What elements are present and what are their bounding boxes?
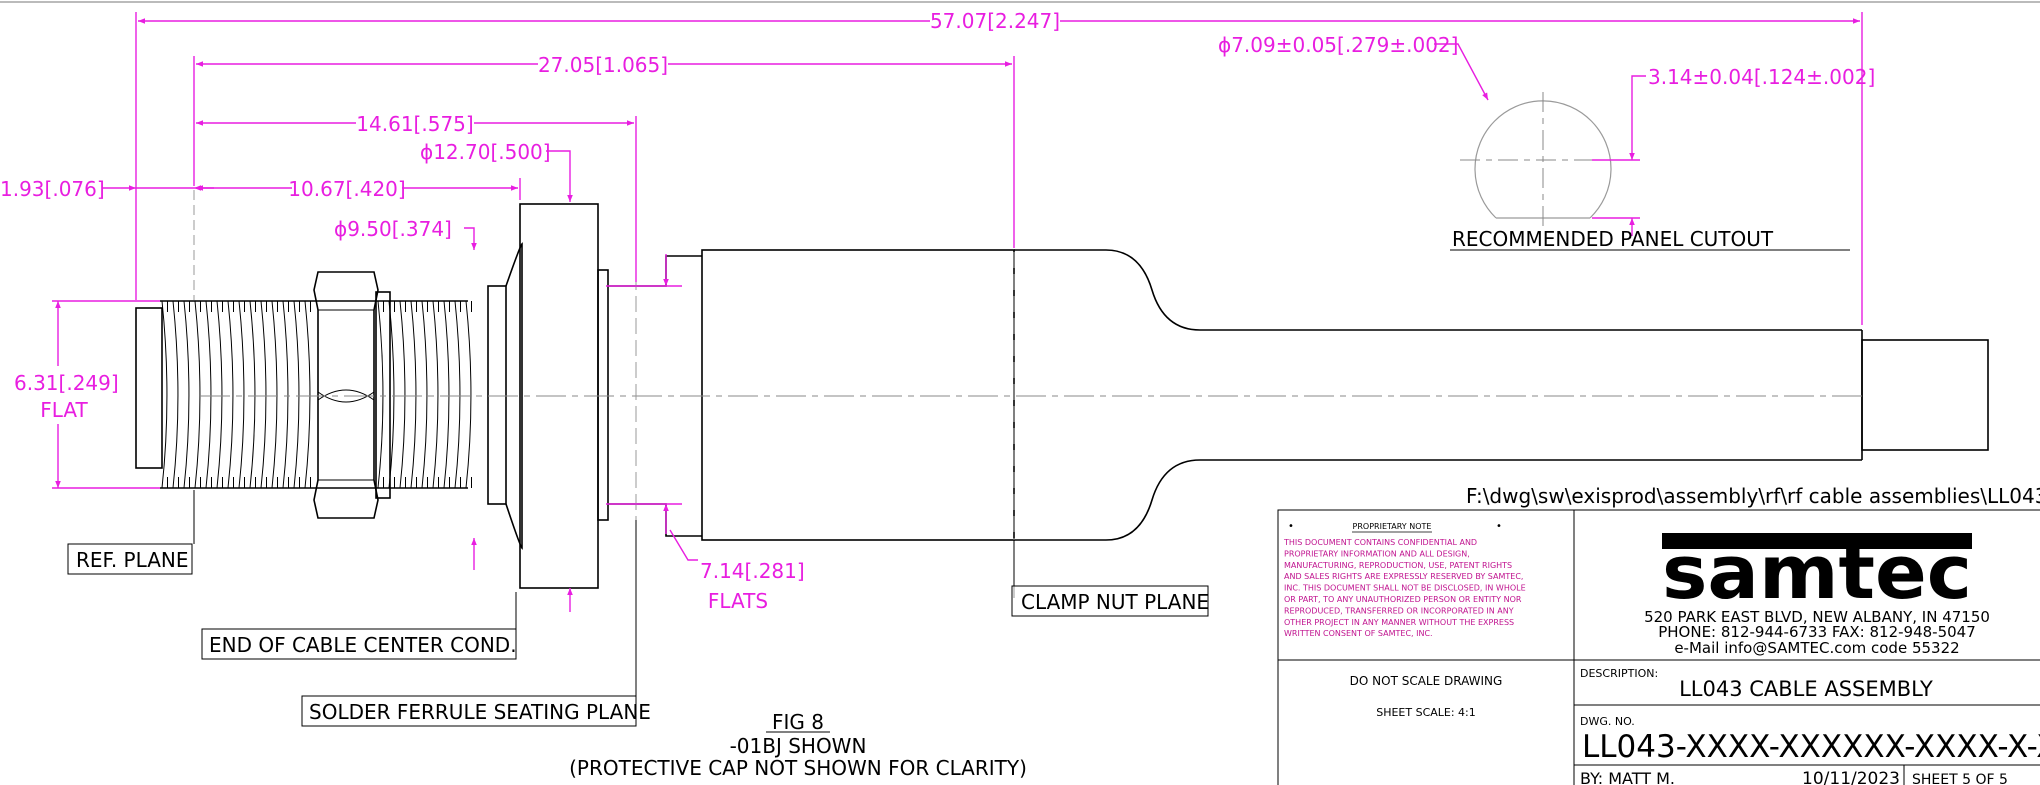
fig-title: FIG 8	[772, 710, 824, 734]
sheet-number: SHEET 5 OF 5	[1912, 772, 2008, 785]
dim-flat-label: FLAT	[40, 398, 88, 422]
dim-seating: 14.61[.575]	[356, 112, 473, 136]
proprietary-line: INC. THIS DOCUMENT SHALL NOT BE DISCLOSE…	[1284, 584, 1526, 593]
end-center-label: END OF CABLE CENTER COND.	[209, 633, 517, 657]
dim-cutout-flat: 3.14±0.04[.124±.002]	[1648, 65, 1875, 89]
proprietary-line: AND SALES RIGHTS ARE EXPRESSLY RESERVED …	[1284, 572, 1523, 581]
logo-text: samtec	[1662, 530, 1972, 616]
drawing-date: 10/11/2023	[1802, 769, 1900, 785]
dwg-no: LL043-XXXX-XXXXXX-XXXX-X-XX	[1582, 729, 2040, 765]
address: 520 PARK EAST BLVD, NEW ALBANY, IN 47150	[1644, 608, 1990, 626]
dim-flats-label: FLATS	[708, 589, 768, 613]
proprietary-line: WRITTEN CONSENT OF SAMTEC, INC.	[1284, 629, 1433, 638]
thread-right	[377, 300, 472, 489]
dim-overall: 57.07[2.247]	[930, 9, 1060, 33]
proprietary-line: OTHER PROJECT IN ANY MANNER WITHOUT THE …	[1284, 618, 1514, 627]
dim-ref-offset: 1.93[.076]	[0, 177, 105, 201]
phone-fax: PHONE: 812-944-6733 FAX: 812-948-5047	[1658, 623, 1976, 641]
proprietary-line: REPRODUCED, TRANSFERRED OR INCORPORATED …	[1284, 606, 1514, 615]
description-label: DESCRIPTION:	[1580, 667, 1658, 680]
dim-thread-len: 10.67[.420]	[288, 177, 405, 201]
solder-ferrule-label: SOLDER FERRULE SEATING PLANE	[309, 700, 651, 724]
clamp-nut-label: CLAMP NUT PLANE	[1021, 590, 1209, 614]
proprietary-title: PROPRIETARY NOTE	[1353, 522, 1432, 531]
fig-variant: -01BJ SHOWN	[730, 734, 867, 758]
panel-cutout-label: RECOMMENDED PANEL CUTOUT	[1452, 227, 1774, 251]
description: LL043 CABLE ASSEMBLY	[1679, 677, 1933, 701]
drawn-by: BY: MATT M.	[1580, 769, 1675, 785]
dim-body-dia: ϕ9.50[.374]	[334, 217, 452, 241]
file-path: F:\dwg\sw\exisprod\assembly\rf\rf cable …	[1466, 484, 2040, 508]
do-not-scale: DO NOT SCALE DRAWING	[1350, 674, 1503, 688]
ref-plane-label: REF. PLANE	[76, 548, 188, 572]
proprietary-line: THIS DOCUMENT CONTAINS CONFIDENTIAL AND	[1283, 538, 1477, 547]
dim-cutout-dia: ϕ7.09±0.05[.279±.002]	[1218, 33, 1458, 57]
email-code: e-Mail info@SAMTEC.com code 55322	[1674, 639, 1959, 657]
proprietary-text: THIS DOCUMENT CONTAINS CONFIDENTIAL AND P…	[1283, 538, 1526, 638]
panel-cutout	[1434, 43, 1850, 251]
proprietary-line: PROPRIETARY INFORMATION AND ALL DESIGN,	[1284, 549, 1470, 558]
proprietary-line: MANUFACTURING, REPRODUCTION, USE, PATENT…	[1284, 561, 1512, 570]
proprietary-line: OR PART, TO ANY UNAUTHORIZED PERSON OR E…	[1284, 595, 1522, 604]
title-block: • • PROPRIETARY NOTE THIS DOCUMENT CONTA…	[1277, 509, 2040, 785]
dim-flats: 7.14[.281]	[700, 559, 805, 583]
dim-clamp-nut: 27.05[1.065]	[538, 53, 668, 77]
dwg-no-label: DWG. NO.	[1580, 715, 1635, 728]
sheet-scale: SHEET SCALE: 4:1	[1376, 706, 1476, 719]
svg-text:•: •	[1496, 521, 1502, 532]
svg-text:•: •	[1288, 521, 1294, 532]
dim-flange-dia: ϕ12.70[.500]	[420, 140, 551, 164]
dim-flat-height: 6.31[.249]	[14, 371, 119, 395]
thread-left	[161, 300, 311, 489]
dimension-lines	[52, 12, 1863, 612]
samtec-logo: samtec	[1662, 530, 1972, 616]
fig-note: (PROTECTIVE CAP NOT SHOWN FOR CLARITY)	[569, 756, 1027, 780]
